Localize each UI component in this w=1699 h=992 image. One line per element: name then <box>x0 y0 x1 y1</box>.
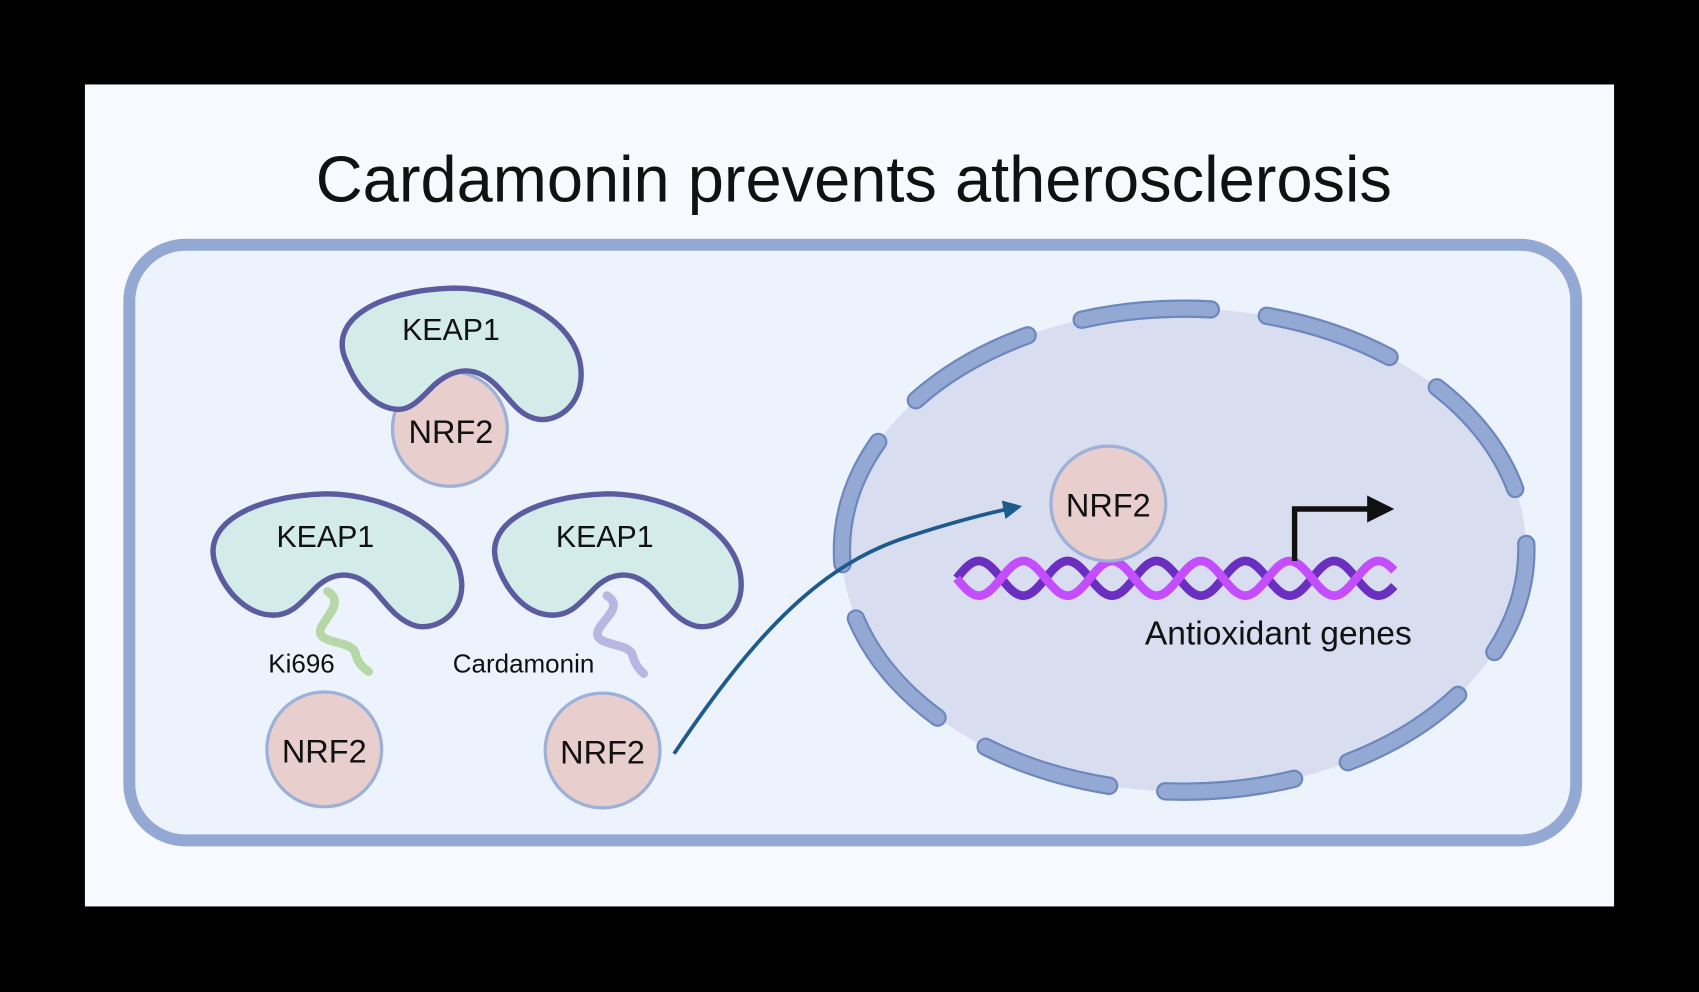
keap1-label: KEAP1 <box>556 521 654 554</box>
keap1-protein <box>491 491 744 630</box>
keap1-label: KEAP1 <box>402 314 500 347</box>
keap1-protein <box>339 285 584 423</box>
figure-title: Cardamonin prevents atherosclerosis <box>316 142 1392 215</box>
antioxidant-genes-label: Antioxidant genes <box>1145 615 1412 652</box>
nucleus <box>832 299 1536 801</box>
nrf2-protein <box>265 690 384 809</box>
nrf2-nuclear-protein <box>1049 444 1168 563</box>
nucleus-body <box>841 308 1527 792</box>
cardamonin-molecule <box>593 591 649 678</box>
dna-strand-light <box>953 556 1398 600</box>
nrf2-label: NRF2 <box>560 734 645 770</box>
dna-helix <box>953 556 1398 600</box>
keap1-cardamonin-complex: KEAP1 Cardamonin NRF2 <box>453 491 744 810</box>
nrf2-label: NRF2 <box>409 414 494 450</box>
translocation-arrow <box>672 500 1023 755</box>
nrf2-label: NRF2 <box>282 733 367 769</box>
cardamonin-label: Cardamonin <box>453 649 595 679</box>
keap1-label: KEAP1 <box>276 521 374 554</box>
ki696-label: Ki696 <box>268 649 334 679</box>
transcription-start-arrow <box>1291 495 1395 561</box>
keap1-nrf2-complex: KEAP1 NRF2 <box>339 285 584 488</box>
nuclear-envelope <box>834 301 1534 799</box>
keap1-ki696-complex: KEAP1 Ki696 NRF2 <box>210 491 465 809</box>
ki696-molecule <box>316 586 373 676</box>
keap1-protein <box>210 491 465 630</box>
dna-strand-dark <box>953 556 1398 600</box>
nrf2-nuclear-label: NRF2 <box>1066 488 1151 524</box>
nrf2-protein <box>543 691 662 810</box>
